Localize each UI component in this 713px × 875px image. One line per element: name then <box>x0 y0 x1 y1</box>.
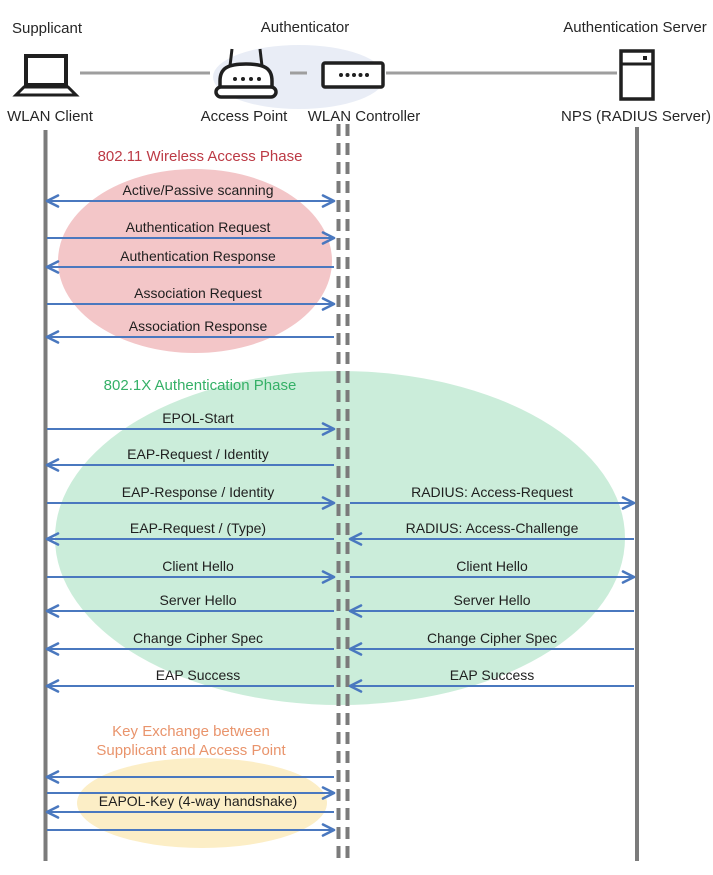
message-arrow <box>47 786 336 800</box>
lifeline-wlan-controller-dashed <box>336 124 350 860</box>
message-label: Client Hello <box>456 558 528 574</box>
message-arrow <box>350 570 636 584</box>
message-label: RADIUS: Access-Request <box>411 484 573 500</box>
message-label: EAP Success <box>449 667 535 683</box>
message-arrow <box>45 260 334 274</box>
phase2-title: 802.1X Authentication Phase <box>103 377 297 394</box>
server-icon <box>619 49 655 101</box>
message-arrow <box>45 532 334 546</box>
message-label: Server Hello <box>453 592 531 608</box>
message-arrow <box>47 422 336 436</box>
message-arrow <box>45 330 334 344</box>
role-label-authentication-server: Authentication Server <box>563 19 707 36</box>
device-label-wlan-client: WLAN Client <box>7 108 93 125</box>
phase2-ellipse-8021x <box>55 371 625 705</box>
message-label: Association Request <box>134 285 262 301</box>
message-label: Authentication Request <box>125 219 271 235</box>
message-label: EAPOL-Key (4-way handshake) <box>98 793 298 809</box>
message-arrow <box>47 570 336 584</box>
phase3-title: Key Exchange between Supplicant and Acce… <box>96 722 285 760</box>
message-arrow <box>45 194 336 208</box>
message-arrow <box>45 805 334 819</box>
message-arrow <box>348 532 634 546</box>
message-arrow <box>47 231 336 245</box>
message-label: Authentication Response <box>120 248 276 264</box>
device-label-nps-radius-server: NPS (RADIUS Server) <box>560 108 712 125</box>
message-label: Change Cipher Spec <box>133 630 263 646</box>
message-arrow <box>348 604 634 618</box>
device-label-wlan-controller: WLAN Controller <box>307 108 421 125</box>
message-label: Client Hello <box>162 558 234 574</box>
message-label: RADIUS: Access-Challenge <box>405 520 579 536</box>
role-label-supplicant: Supplicant <box>11 20 83 37</box>
message-arrow <box>348 642 634 656</box>
message-arrow <box>45 642 334 656</box>
message-label: EAP-Request / (Type) <box>129 520 267 536</box>
message-label: EPOL-Start <box>162 410 234 426</box>
role-label-authenticator: Authenticator <box>260 19 350 36</box>
message-arrow <box>47 823 336 837</box>
phase3-ellipse-key-exchange <box>77 758 327 848</box>
message-label: Change Cipher Spec <box>427 630 557 646</box>
phase1-ellipse-80211 <box>58 169 332 353</box>
message-arrow <box>348 679 634 693</box>
wlan-controller-icon <box>321 61 385 89</box>
access-point-icon <box>214 48 278 99</box>
message-label: Server Hello <box>159 592 237 608</box>
message-arrow <box>350 496 636 510</box>
message-label: EAP Success <box>155 667 241 683</box>
message-arrow <box>45 770 334 784</box>
message-arrow <box>47 496 336 510</box>
message-arrow <box>47 297 336 311</box>
phase3-title-line1: Key Exchange between <box>112 723 270 740</box>
message-label: EAP-Response / Identity <box>121 484 275 500</box>
message-arrow <box>45 604 334 618</box>
message-arrow <box>45 679 334 693</box>
message-label: EAP-Request / Identity <box>127 446 269 462</box>
phase3-title-line2: Supplicant and Access Point <box>96 742 286 759</box>
device-label-access-point: Access Point <box>200 108 288 125</box>
message-label: Active/Passive scanning <box>122 182 274 198</box>
laptop-icon <box>12 54 80 97</box>
message-label: Association Response <box>128 318 268 334</box>
message-arrow <box>45 458 334 472</box>
phase1-title: 802.11 Wireless Access Phase <box>97 148 303 165</box>
